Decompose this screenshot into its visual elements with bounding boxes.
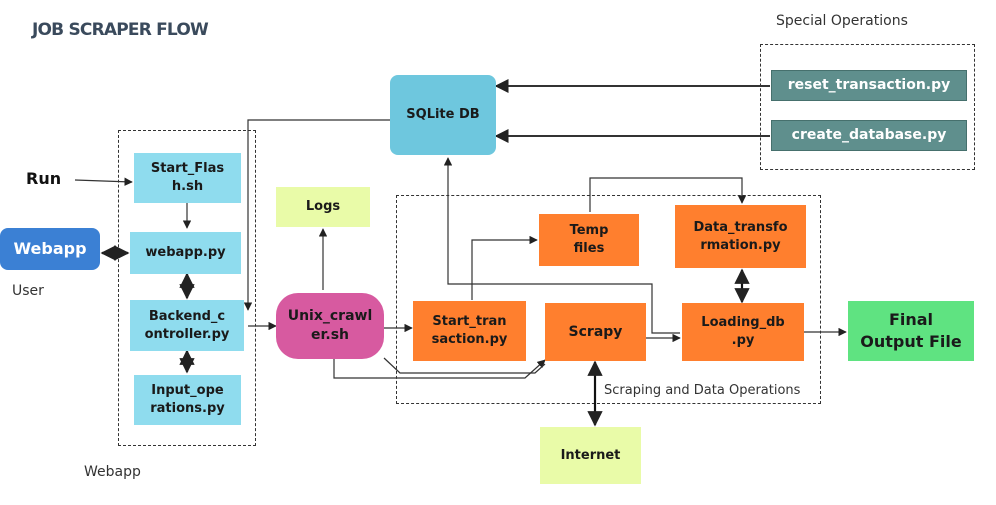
reset-transaction-node: reset_transaction.py bbox=[771, 70, 967, 101]
diagram-title: JOB SCRAPER FLOW bbox=[32, 20, 209, 40]
input-operations-node: Input_ope rations.py bbox=[134, 375, 241, 425]
temp-files-node: Temp files bbox=[539, 214, 639, 266]
arrow-temp-to-transformation bbox=[589, 177, 747, 212]
scrapy-node: Scrapy bbox=[545, 303, 646, 361]
logs-node: Logs bbox=[276, 187, 370, 227]
final-output-node: Final Output File bbox=[848, 301, 974, 361]
start-flash-node: Start_Flas h.sh bbox=[134, 153, 241, 203]
data-transformation-node: Data_transfo rmation.py bbox=[675, 205, 806, 268]
internet-node: Internet bbox=[540, 427, 641, 484]
scraping-group bbox=[396, 195, 821, 404]
run-label: Run bbox=[26, 169, 62, 188]
create-database-node: create_database.py bbox=[771, 120, 967, 151]
scraping-group-label: Scraping and Data Operations bbox=[604, 383, 801, 398]
webapp-button: Webapp bbox=[0, 228, 100, 270]
backend-controller-node: Backend_c ontroller.py bbox=[130, 300, 244, 351]
arrow-start-transaction-to-temp bbox=[471, 235, 538, 300]
line-loading-to-sqlite bbox=[443, 157, 680, 334]
arrow-crawler-to-scrapy bbox=[333, 358, 546, 379]
start-transaction-node: Start_tran saction.py bbox=[413, 301, 526, 361]
arrow-run-to-start-flash bbox=[74, 177, 133, 186]
special-operations-group bbox=[760, 44, 975, 170]
sqlite-db-node: SQLite DB bbox=[390, 75, 496, 155]
webapp-group bbox=[118, 130, 256, 446]
webapp-group-label: Webapp bbox=[84, 464, 141, 480]
webapp-py-node: webapp.py bbox=[130, 232, 241, 274]
line-crawler-to-scrapy-alt bbox=[383, 357, 546, 374]
user-label: User bbox=[12, 283, 44, 299]
loading-db-node: Loading_db .py bbox=[682, 303, 804, 361]
line-sqlite-to-backend bbox=[243, 119, 390, 311]
unix-crawler-node: Unix_crawl er.sh bbox=[276, 293, 384, 359]
special-operations-label: Special Operations bbox=[776, 13, 908, 29]
